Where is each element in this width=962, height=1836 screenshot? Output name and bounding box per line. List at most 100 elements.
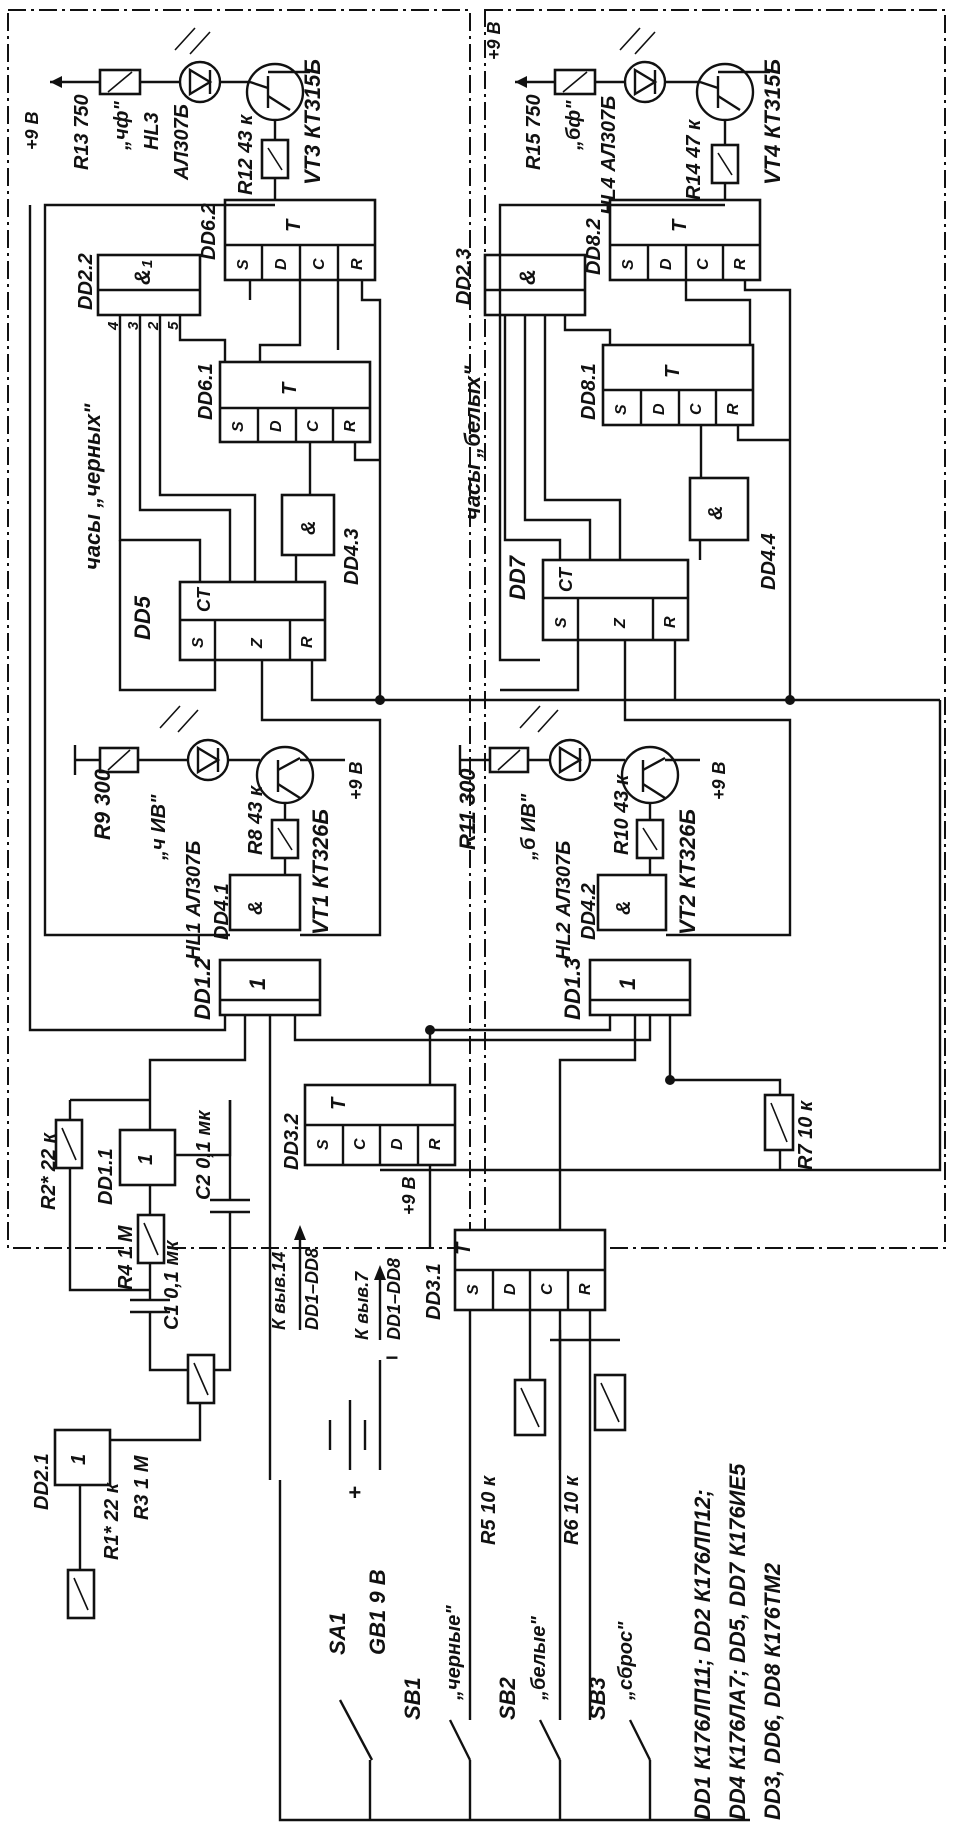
label-r15: R15 750 bbox=[523, 94, 545, 170]
label-dd2-2: DD2.2 bbox=[75, 253, 97, 310]
label-vcc-5: +9 В bbox=[399, 1176, 419, 1215]
pin: 1 bbox=[139, 260, 156, 268]
pin: R bbox=[299, 636, 316, 648]
label-dd4-3: DD4.3 bbox=[341, 528, 363, 585]
label-dd3-2: DD3.2 bbox=[281, 1113, 303, 1170]
legend-line-3: DD3, DD6, DD8 К176ТМ2 bbox=[760, 1562, 785, 1820]
dd5-ct: CT bbox=[194, 586, 214, 612]
oscillator bbox=[53, 1098, 250, 1620]
label-dd2-1: DD2.1 bbox=[31, 1453, 53, 1510]
label-dd7: DD7 bbox=[505, 554, 530, 600]
dd7-ct: CT bbox=[556, 566, 576, 592]
label-dd4-2: DD4.2 bbox=[578, 883, 600, 940]
hl3-indicator bbox=[50, 27, 310, 205]
dd1-2-sym: 1 bbox=[245, 978, 270, 990]
label-r8: R8 43 к bbox=[245, 785, 267, 855]
label-hl3: HL3 bbox=[141, 112, 163, 150]
label-hl1: HL1 АЛ307Б bbox=[183, 841, 205, 960]
dd6-1-t: T bbox=[279, 381, 301, 395]
label-dd8-1: DD8.1 bbox=[578, 363, 600, 420]
label-vcc-1: +9 В bbox=[22, 111, 42, 150]
pin: 2 bbox=[145, 321, 162, 331]
label-dd5: DD5 bbox=[130, 595, 155, 640]
pin: C bbox=[688, 403, 705, 415]
label-vcc-4: +9 В bbox=[709, 761, 729, 800]
label-vt1: VT1 КТ326Б bbox=[308, 809, 333, 935]
label-sb3-name: „сброс" bbox=[615, 1621, 637, 1701]
pin: D bbox=[658, 258, 675, 270]
pin: S bbox=[235, 259, 252, 270]
label-dd6-1: DD6.1 bbox=[195, 363, 217, 420]
label-hl4: HL4 АЛ307Б bbox=[598, 96, 620, 215]
hl2-indicator bbox=[458, 705, 700, 875]
dd3-1-t: T bbox=[453, 1241, 475, 1255]
pin: S bbox=[465, 1284, 482, 1295]
label-hl1-name: „ч ИВ" bbox=[148, 794, 170, 861]
label-sb3: SB3 bbox=[585, 1677, 610, 1720]
pin: Z bbox=[249, 637, 266, 649]
label-r2: R2* 22 к bbox=[38, 1132, 60, 1210]
label-hl4-name: „бф" bbox=[563, 100, 585, 151]
gate-dd4-2 bbox=[596, 873, 668, 932]
power-and-buttons bbox=[278, 1310, 750, 1822]
label-dd2-3: DD2.3 bbox=[453, 248, 475, 305]
label-r11: R11 300 bbox=[455, 768, 480, 850]
pin: C bbox=[695, 258, 712, 270]
counter-dd7 bbox=[541, 558, 690, 642]
label-vcc-2: +9 В bbox=[484, 21, 504, 60]
hl4-indicator bbox=[515, 27, 770, 205]
label-r9: R9 300 bbox=[90, 768, 115, 840]
pin: R bbox=[662, 616, 679, 628]
pin: C bbox=[305, 420, 322, 432]
pin: Z bbox=[612, 617, 629, 629]
label-sb2-name: „белые" bbox=[528, 1616, 550, 1701]
label-c2: C2 0,1 мк bbox=[193, 1110, 215, 1200]
label-to7: К выв.7 bbox=[352, 1271, 372, 1340]
label-sb1-name: „черные" bbox=[443, 1605, 465, 1701]
dd2-2-sym: & bbox=[130, 269, 155, 285]
label-dd8-2: DD8.2 bbox=[583, 218, 605, 275]
dd6-2-t: T bbox=[283, 218, 305, 232]
pin: C bbox=[539, 1283, 556, 1295]
label-chasy-bel: часы „белых" bbox=[460, 365, 485, 520]
label-r1: R1* 22 к bbox=[101, 1482, 123, 1560]
pin: D bbox=[502, 1283, 519, 1295]
label-dd4-1: DD4.1 bbox=[211, 883, 233, 940]
pin: D bbox=[389, 1138, 406, 1150]
wiring bbox=[28, 203, 942, 1480]
legend-line-2: DD4 К176ЛА7; DD5, DD7 К176ИЕ5 bbox=[725, 1463, 750, 1820]
pin: 5 bbox=[165, 321, 182, 330]
label-hl3-type: АЛ307Б bbox=[171, 104, 193, 181]
label-r12: R12 43 к bbox=[235, 114, 257, 195]
label-vcc-3: +9 В bbox=[346, 761, 366, 800]
dd2-3-sym: & bbox=[515, 269, 540, 285]
label-to7b: DD1–DD8 bbox=[384, 1258, 404, 1340]
dd2-1-sym: 1 bbox=[68, 1454, 90, 1465]
hl1-indicator bbox=[73, 705, 345, 875]
pin: D bbox=[651, 403, 668, 415]
label-hl2: HL2 АЛ307Б bbox=[553, 841, 575, 960]
label-r14: R14 47 к bbox=[683, 119, 705, 200]
gate-dd2-2 bbox=[96, 253, 202, 317]
label-vt2: VT2 КТ326Б bbox=[675, 809, 700, 935]
dd4-4-sym: & bbox=[705, 506, 727, 520]
label-hl2-name: „б ИВ" bbox=[518, 793, 540, 861]
label-dd6-2: DD6.2 bbox=[198, 203, 220, 260]
label-vt3: VT3 КТ315Б bbox=[300, 59, 325, 185]
pin: R bbox=[732, 258, 749, 270]
label-sa1: SA1 bbox=[325, 1612, 350, 1655]
label-to14b: DD1–DD8 bbox=[302, 1248, 322, 1330]
gate-dd2-3 bbox=[483, 253, 587, 317]
gate-dd4-3 bbox=[280, 493, 336, 557]
dd4-2-sym: & bbox=[613, 901, 635, 915]
pin: R bbox=[725, 403, 742, 415]
legend-line-1: DD1 К176ЛП11; DD2 К176ЛП12; bbox=[690, 1489, 715, 1820]
gate-dd1-3 bbox=[588, 958, 692, 1017]
dd3-2-t: T bbox=[328, 1096, 350, 1110]
label-sb2: SB2 bbox=[495, 1676, 520, 1720]
label-r4: R4 1 М bbox=[115, 1224, 137, 1290]
label-minus: − bbox=[385, 1345, 398, 1370]
pin: S bbox=[315, 1139, 332, 1150]
label-sb1: SB1 bbox=[400, 1677, 425, 1720]
